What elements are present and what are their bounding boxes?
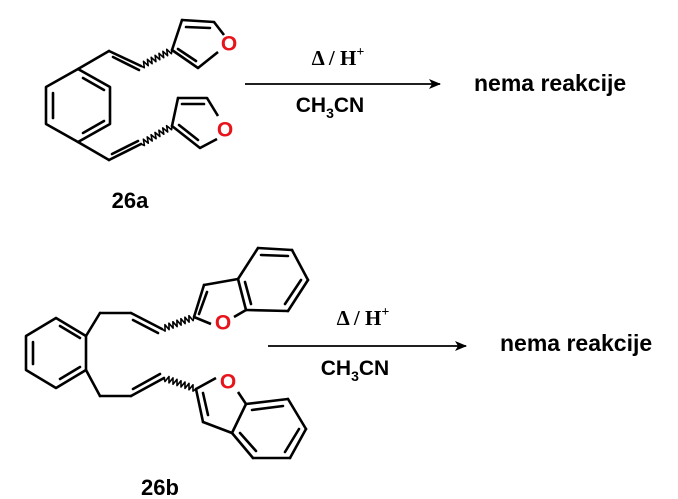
compound-label: 26a bbox=[112, 188, 149, 213]
reaction-condition-bottom: CH3CN bbox=[321, 357, 389, 384]
vinyl-link-lower bbox=[76, 124, 173, 162]
vinyl-link-upper bbox=[76, 48, 173, 72]
benzene-ring bbox=[24, 316, 88, 390]
benzene-ring bbox=[44, 67, 112, 144]
furan-ring-upper: O bbox=[170, 18, 237, 70]
oxygen-atom-label: O bbox=[220, 371, 236, 394]
reaction-condition-top: Δ / H+ bbox=[337, 305, 390, 330]
benzofuran-ring-upper: O bbox=[192, 246, 310, 335]
structure-26a: O O bbox=[44, 18, 237, 162]
oxygen-atom-label: O bbox=[217, 119, 233, 142]
furan-ring-lower: O bbox=[170, 96, 233, 150]
reaction-result: nema reakcije bbox=[474, 70, 626, 96]
oxygen-atom-label: O bbox=[215, 312, 231, 335]
benzofuran-ring-lower: O bbox=[194, 371, 308, 460]
oxygen-atom-label: O bbox=[221, 33, 237, 56]
reaction-condition-top: Δ / H+ bbox=[312, 45, 365, 70]
reaction-result: nema reakcije bbox=[500, 330, 652, 356]
structure-26b: O O bbox=[24, 246, 310, 460]
compound-label: 26b bbox=[141, 475, 179, 499]
reaction-condition-bottom: CH3CN bbox=[296, 94, 364, 121]
vinyl-link-upper bbox=[84, 311, 195, 338]
vinyl-link-lower bbox=[84, 368, 197, 398]
